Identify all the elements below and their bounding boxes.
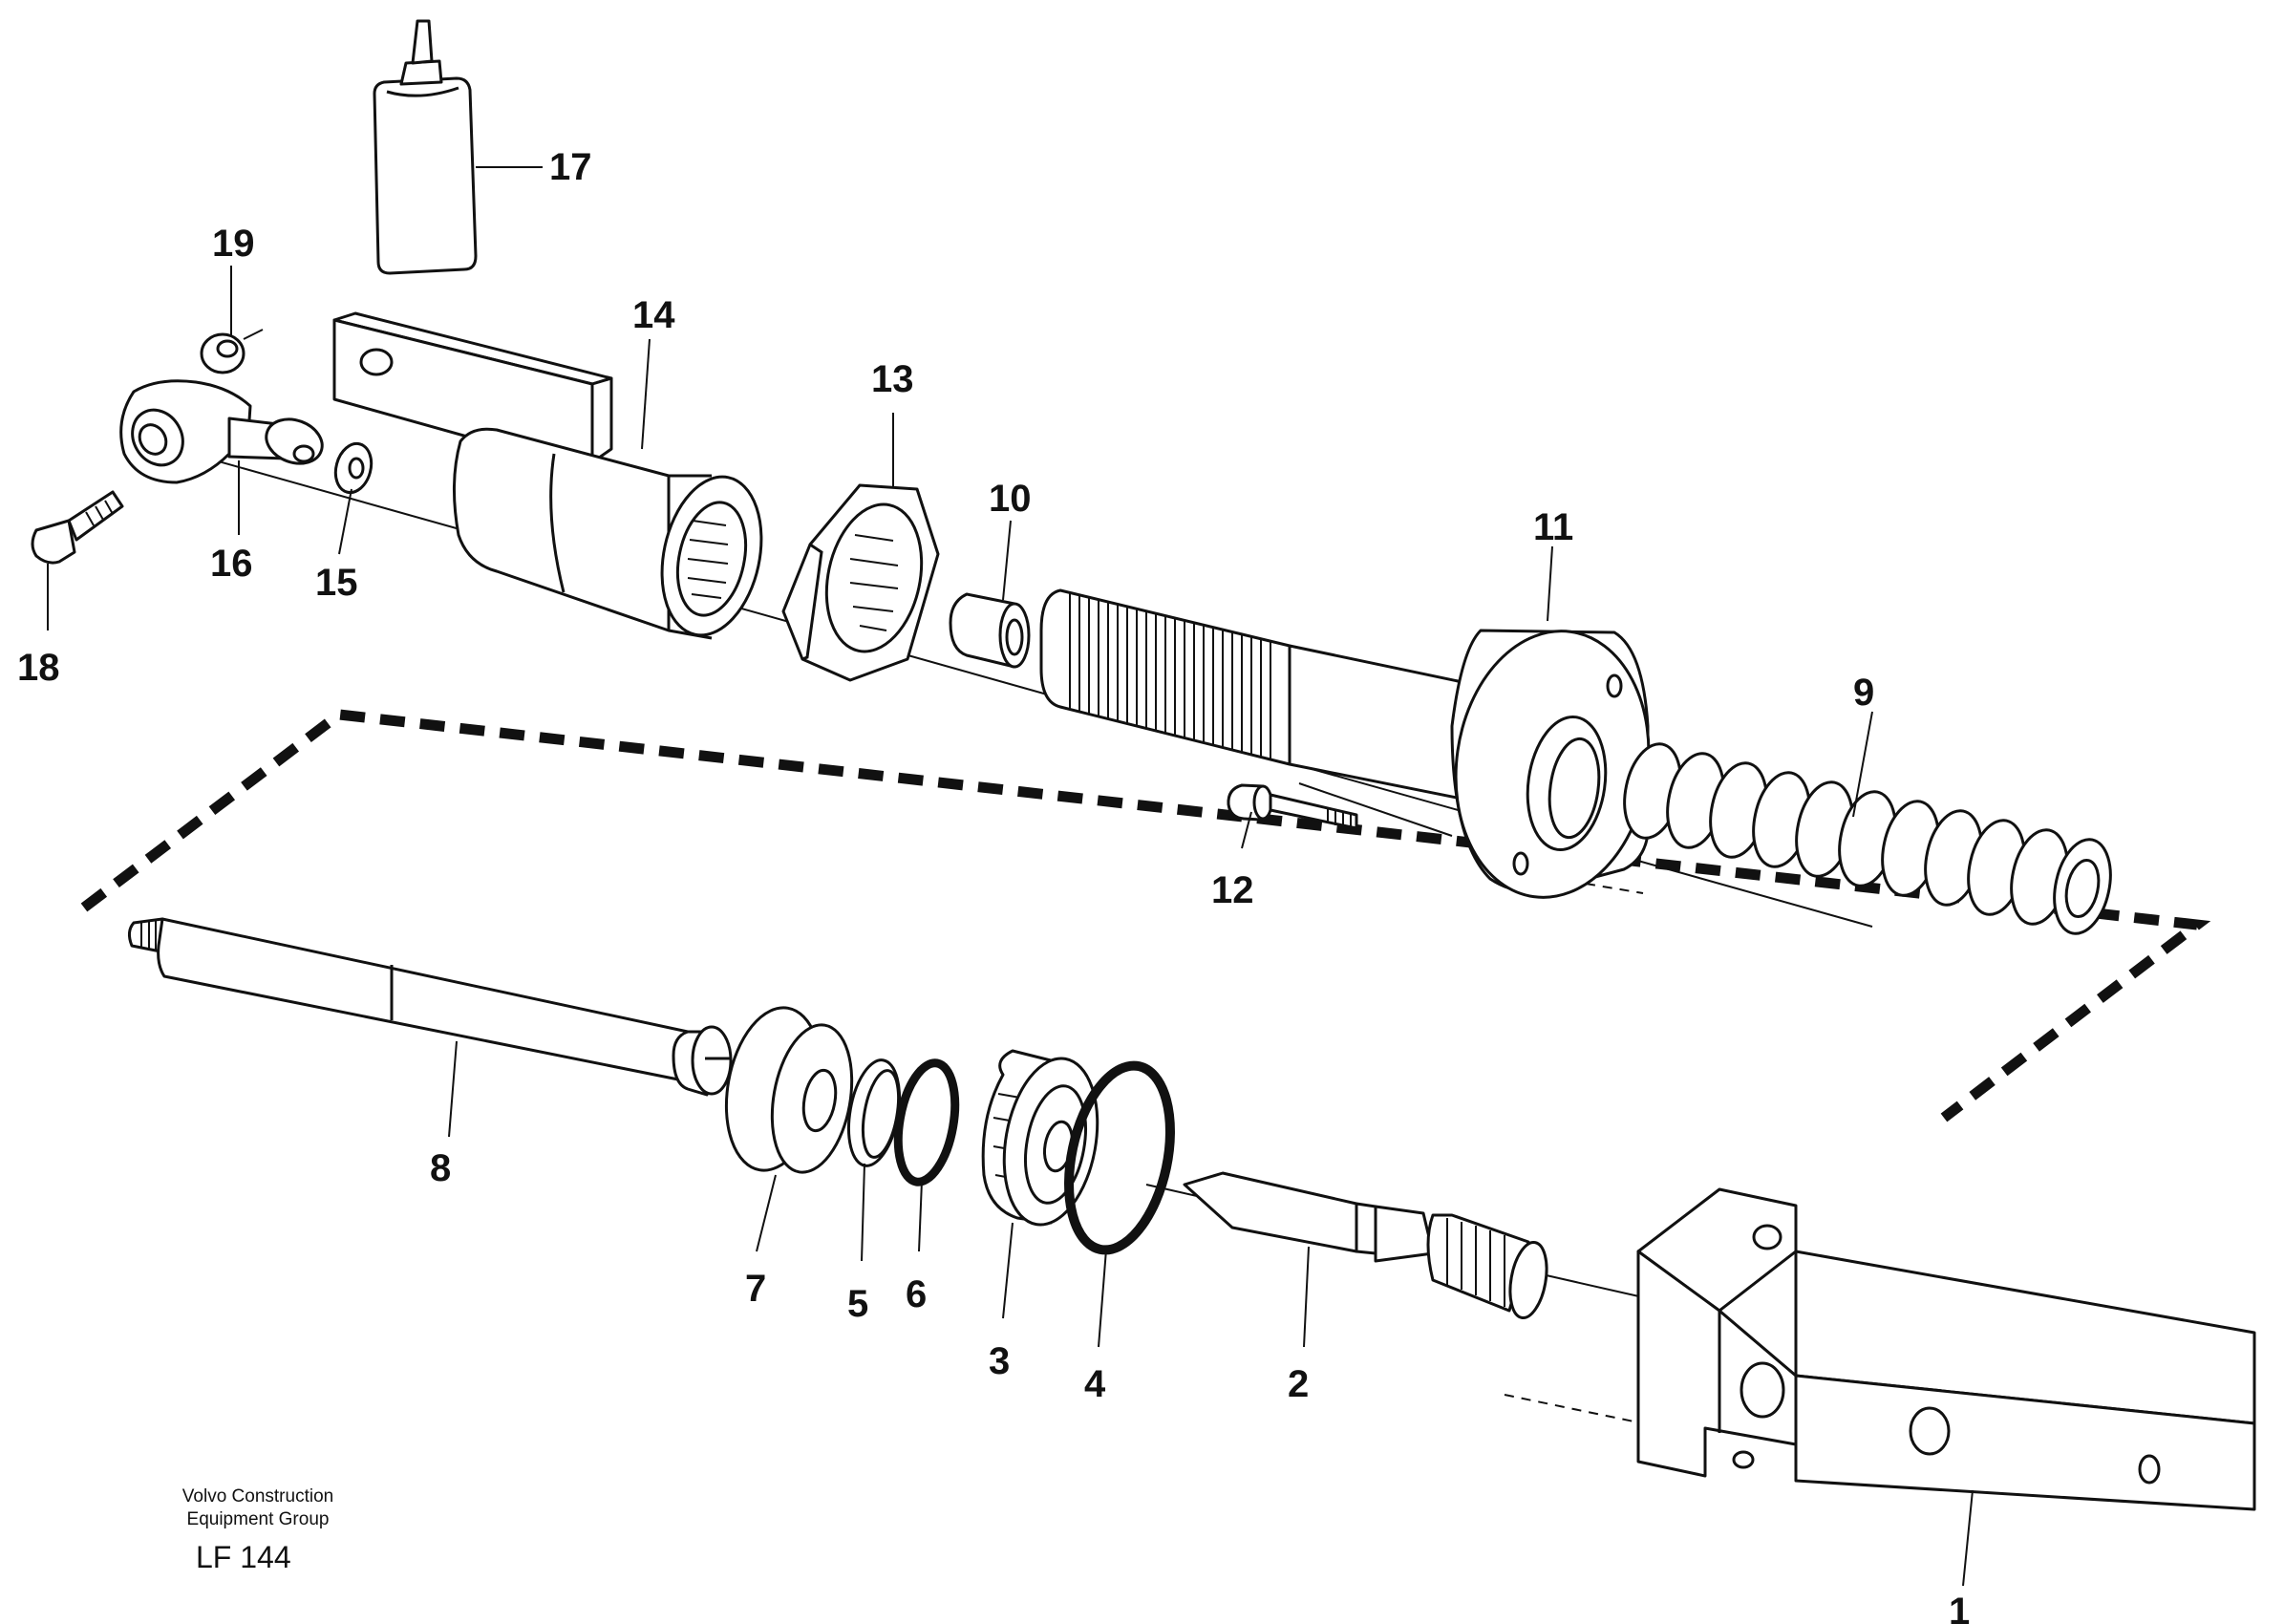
callout-2: 2 [1288, 1363, 1309, 1405]
adhesive-bottle [373, 19, 478, 275]
lock-nut [200, 329, 264, 374]
callout-5: 5 [847, 1283, 868, 1325]
hex-bolt [31, 490, 124, 565]
callout-leaders [47, 166, 1974, 1587]
callout-labels: 1 2 3 4 5 6 7 8 9 10 11 12 13 14 15 16 1… [17, 146, 1970, 1624]
callout-13: 13 [871, 358, 914, 400]
guide-washer [724, 1006, 854, 1174]
credit-company-line: Volvo Construction [181, 1486, 334, 1506]
seal-ring [847, 1058, 901, 1167]
callout-4: 4 [1084, 1363, 1106, 1405]
callout-11: 11 [1533, 506, 1573, 548]
callout-19: 19 [212, 223, 255, 265]
callout-10: 10 [989, 478, 1032, 520]
spacer-sleeve [949, 592, 1031, 669]
callout-18: 18 [17, 647, 60, 689]
plunger [1183, 1171, 1548, 1320]
washer [333, 441, 374, 495]
callout-8: 8 [430, 1147, 451, 1189]
callout-16: 16 [210, 543, 253, 585]
callout-14: 14 [632, 294, 675, 336]
compression-spring [1623, 742, 2112, 935]
shaft [127, 917, 733, 1097]
callout-9: 9 [1853, 672, 1874, 714]
callout-1: 1 [1949, 1591, 1970, 1624]
o-ring-small [893, 1058, 960, 1186]
callout-3: 3 [989, 1340, 1010, 1382]
callout-17: 17 [549, 146, 592, 188]
callout-6: 6 [906, 1273, 927, 1315]
dashed-bracket [80, 709, 2211, 1122]
threaded-body-flange [1039, 588, 1651, 899]
housing-block [1636, 1187, 2256, 1511]
cap-screw [1227, 783, 1358, 830]
rod-end [119, 379, 324, 484]
assembly-axis-lines [133, 437, 1873, 1424]
callout-7: 7 [745, 1268, 766, 1310]
hex-nut [781, 483, 940, 682]
piston [981, 1049, 1099, 1227]
credit-group-line: Equipment Group [186, 1509, 330, 1529]
drawing-code: LF 144 [196, 1540, 291, 1574]
o-ring-large [1064, 1060, 1175, 1255]
callout-15: 15 [315, 562, 358, 604]
bracket-cylinder [332, 311, 763, 640]
callout-12: 12 [1211, 869, 1254, 911]
